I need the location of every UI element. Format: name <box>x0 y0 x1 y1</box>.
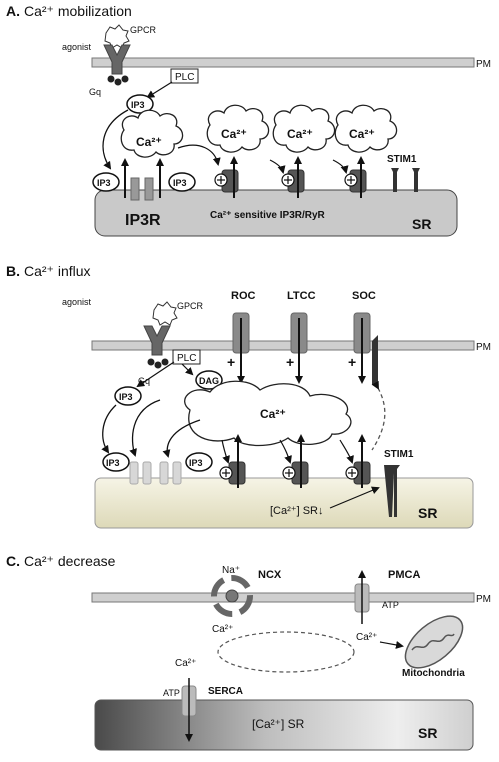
ip3-label-a3: IP3 <box>173 178 187 188</box>
agonist-icon <box>152 301 178 326</box>
ca-label-b: Ca²⁺ <box>260 407 286 421</box>
ca-label-c2: Ca²⁺ <box>356 632 377 643</box>
ip3-node-a3 <box>168 172 196 192</box>
stim1-icon <box>412 168 420 192</box>
panel-c-letter: C. <box>6 553 20 569</box>
panel-c-title: Ca²⁺ decrease <box>24 553 116 569</box>
stim1-icon <box>391 168 399 192</box>
ip3r-label: IP3R <box>125 212 161 229</box>
gq-dot-icon <box>114 78 122 86</box>
ca-cloud-a2 <box>206 104 270 153</box>
plc-box-a <box>170 68 199 84</box>
panel-a: A. Ca²⁺ mobilization PM agonist GPCR Gq … <box>6 3 491 237</box>
sr-compartment-a <box>94 189 458 237</box>
gq-dot-icon <box>107 75 115 83</box>
ip3-node-a2 <box>92 172 120 192</box>
ip3-label-a2: IP3 <box>97 178 111 188</box>
stim1-label-b: STIM1 <box>384 449 414 460</box>
mitochondria-icon <box>404 615 464 669</box>
soc-label: SOC <box>352 290 376 302</box>
gpcr-receptor-icon <box>143 325 171 356</box>
pm-label-b: PM <box>476 342 491 353</box>
atp-label-serca: ATP <box>163 688 180 698</box>
panel-a-title: Ca²⁺ mobilization <box>24 3 132 19</box>
gq-label-a: Gq <box>89 87 101 97</box>
ca-cloud-a1 <box>120 109 184 158</box>
panel-b-title: Ca²⁺ influx <box>24 263 91 279</box>
ip3r-channel-icon <box>130 177 154 201</box>
roc-label: ROC <box>231 290 256 302</box>
plasma-membrane-c <box>91 592 475 603</box>
panel-a-letter: A. <box>6 3 20 19</box>
ltcc-label: LTCC <box>287 290 316 302</box>
agonist-label-b: agonist <box>62 297 92 307</box>
svg-text:+: + <box>286 354 294 370</box>
ca-label-a1: Ca²⁺ <box>136 135 162 149</box>
mito-label: Mitochondria <box>402 668 465 679</box>
svg-text:+: + <box>227 354 235 370</box>
stim1-icon <box>384 465 400 517</box>
ip3-node-b <box>114 386 142 406</box>
gpcr-label-b: GPCR <box>177 301 204 311</box>
panel-b: B. Ca²⁺ influx PM agonist GPCR Gq PLC DA… <box>6 263 491 529</box>
plc-label-a: PLC <box>175 72 194 83</box>
ip3-label-b: IP3 <box>119 392 133 402</box>
ca-cloud-c <box>217 631 355 673</box>
atp-label-pmca: ATP <box>382 600 399 610</box>
sr-label-b: SR <box>418 505 437 521</box>
ip3-node-b3 <box>185 452 213 472</box>
ncx-exchanger-icon <box>211 575 253 617</box>
ca-label-c1: Ca²⁺ <box>212 624 233 635</box>
panel-c: C. Ca²⁺ decrease PM Na⁺ NCX Ca²⁺ PMCA AT… <box>6 553 491 751</box>
ca-sr-label: [Ca²⁺] SR <box>252 717 305 731</box>
sensitive-channel-label: Ca²⁺ sensitive IP3R/RyR <box>210 210 326 221</box>
plc-box-b <box>172 349 201 365</box>
pm-label-c: PM <box>476 594 491 605</box>
ca-cloud-a3 <box>272 104 336 153</box>
stim1-label-a: STIM1 <box>387 154 417 165</box>
svg-text:+: + <box>348 354 356 370</box>
ip3-label-b2: IP3 <box>106 458 120 468</box>
plc-label-b: PLC <box>177 353 196 364</box>
stim1-icon <box>372 335 378 385</box>
gpcr-label-a: GPCR <box>130 25 157 35</box>
ca-sr-down-label: [Ca²⁺] SR↓ <box>270 505 323 517</box>
ip3-node-b2 <box>102 452 130 472</box>
sr-label-c: SR <box>418 725 437 741</box>
dag-node <box>195 370 223 390</box>
na-label: Na⁺ <box>222 565 240 576</box>
plasma-membrane-a <box>91 57 475 68</box>
sr-compartment-b <box>94 477 474 529</box>
pm-label-a: PM <box>476 59 491 70</box>
plasma-membrane-b <box>91 340 475 351</box>
ip3-node-a <box>126 94 154 114</box>
ca-label-a4: Ca²⁺ <box>349 127 375 141</box>
panel-b-letter: B. <box>6 263 20 279</box>
ip3-label-b3: IP3 <box>189 458 203 468</box>
pmca-label: PMCA <box>388 569 420 581</box>
ca-label-a2: Ca²⁺ <box>221 127 247 141</box>
ncx-label: NCX <box>258 569 282 581</box>
ca-cloud-a4 <box>334 104 398 153</box>
gpcr-receptor-icon <box>103 44 131 75</box>
sr-label-a: SR <box>412 216 431 232</box>
serca-label: SERCA <box>208 686 243 697</box>
agonist-label-a: agonist <box>62 42 92 52</box>
ca-label-a3: Ca²⁺ <box>287 127 313 141</box>
ca-label-c3: Ca²⁺ <box>175 658 196 669</box>
ip3-label-a: IP3 <box>131 100 145 110</box>
gq-dot-icon <box>121 75 129 83</box>
dag-label: DAG <box>199 376 219 386</box>
